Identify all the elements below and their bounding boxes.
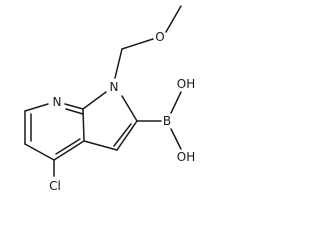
chemical-structure-diagram: O N N B OH OH Cl: [24, 5, 195, 193]
atom-label-pyrrole-nitrogen: N: [110, 80, 119, 94]
atom-label-pyridine-nitrogen: N: [53, 95, 62, 109]
atom-label-hydroxyl-top: OH: [177, 77, 195, 91]
bond-boron-oh-top: [170, 91, 182, 114]
bond-c3-c3a: [83, 140, 118, 151]
bond-c4-c3a: [53, 140, 85, 161]
bond-n7-c6: [24, 103, 49, 112]
bond-oxygen-ch2: [121, 38, 154, 50]
bond-c5-c4: [24, 143, 55, 161]
bond-lines: [24, 5, 182, 177]
atom-label-hydroxyl-bottom: OH: [177, 150, 195, 164]
bond-n1-c2: [121, 95, 138, 122]
atom-labels: O N N B OH OH Cl: [49, 30, 195, 193]
bond-c4-c3a-inner: [55, 138, 81, 155]
atom-label-boron: B: [163, 114, 171, 128]
bond-methyl-oxygen: [165, 5, 182, 33]
bond-c2-c3: [116, 120, 138, 151]
atom-label-chlorine: Cl: [49, 179, 61, 193]
bond-boron-oh-bottom: [170, 128, 182, 150]
bond-c7a-n1: [82, 91, 107, 110]
atom-label-oxygen: O: [155, 30, 164, 44]
bond-c7a-n7: [64, 103, 84, 110]
bond-c7a-n7-inner: [65, 108, 84, 115]
bond-ch2-nitrogen: [114, 48, 123, 79]
bond-c2-c3-inner: [113, 123, 132, 147]
